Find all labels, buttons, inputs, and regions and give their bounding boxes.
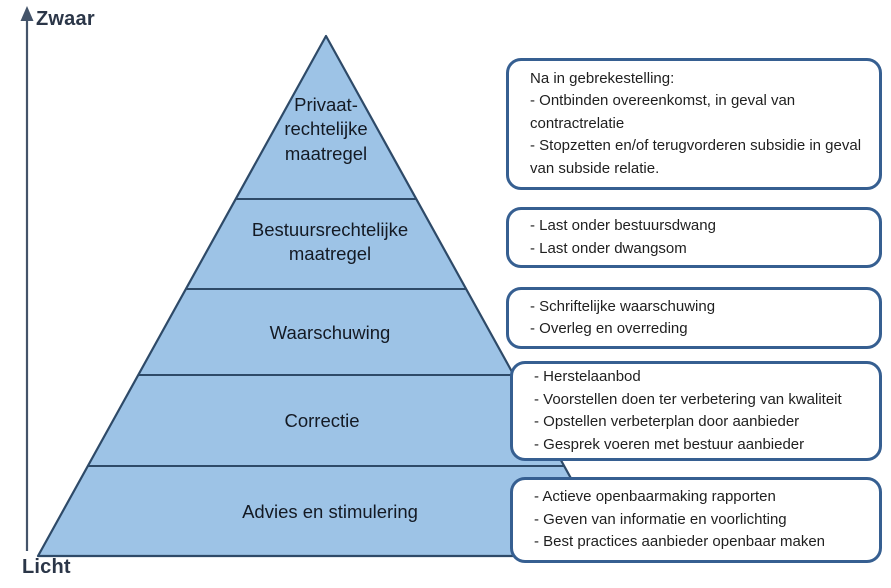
note-text: Na in gebrekestelling: - Ontbinden overe… <box>530 69 862 177</box>
pyramid-level-label-bestuursrechtelijke-maatregel: Bestuursrechtelijke maatregel <box>251 219 409 265</box>
note-text: - Herstelaanbod - Voorstellen doen ter v… <box>534 368 842 453</box>
pyramid-shape <box>36 34 616 558</box>
note-box-privaatrechtelijke-maatregel: Na in gebrekestelling: - Ontbinden overe… <box>506 58 882 190</box>
note-text: - Actieve openbaarmaking rapporten - Gev… <box>534 488 826 551</box>
note-box-bestuursrechtelijke-maatregel: - Last onder bestuursdwang - Last onder … <box>506 207 882 268</box>
note-text: - Last onder bestuursdwang - Last onder … <box>530 217 716 257</box>
pyramid-level-label-privaatrechtelijke-maatregel: Privaat- rechtelijke maatregel <box>284 94 368 164</box>
note-text: - Schriftelijke waarschuwing - Overleg e… <box>530 297 716 338</box>
note-box-advies-en-stimulering: - Actieve openbaarmaking rapporten - Gev… <box>510 477 882 563</box>
pyramid-level-label-waarschuwing: Waarschuwing <box>269 322 391 343</box>
severity-axis <box>20 6 34 551</box>
pyramid-triangle <box>36 34 616 558</box>
axis-label-heavy: Zwaar <box>36 8 95 30</box>
note-box-waarschuwing: - Schriftelijke waarschuwing - Overleg e… <box>506 287 882 349</box>
pyramid-level-label-advies-en-stimulering: Advies en stimulering <box>242 501 418 522</box>
axis-arrow-up-icon <box>20 6 34 21</box>
note-box-correctie: - Herstelaanbod - Voorstellen doen ter v… <box>510 361 882 461</box>
pyramid-level-label-correctie: Correctie <box>284 410 360 431</box>
axis-label-light: Licht <box>22 556 71 578</box>
